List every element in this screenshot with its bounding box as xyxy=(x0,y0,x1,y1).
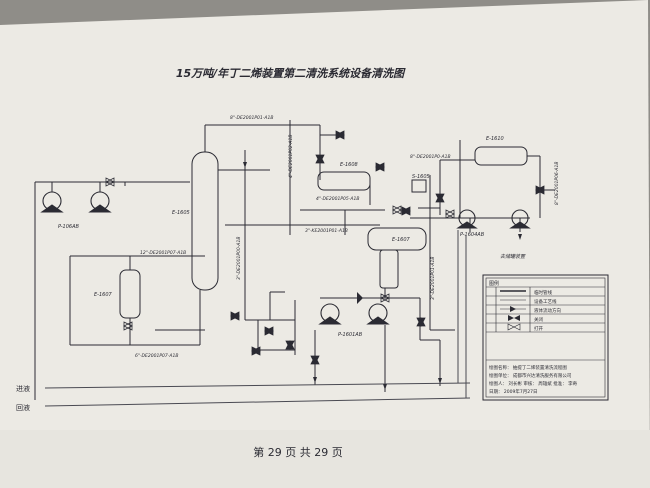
return-label: 回液 xyxy=(16,403,30,412)
label-battery-limit: 去储罐装置 xyxy=(500,253,526,260)
pipe-network xyxy=(34,120,555,400)
legend-item-flow-direction: 液体流动方向 xyxy=(534,307,561,314)
page-bottom xyxy=(0,430,650,488)
legend-inner-frame xyxy=(485,277,606,398)
line-label: 4"-DE2001P02-A1B xyxy=(288,135,294,178)
valve-closed-icon xyxy=(401,206,411,216)
line-label: 4"-DE2001P05-A1B xyxy=(316,196,359,202)
valve-closed-icon xyxy=(285,340,295,350)
pump-p106b-icon xyxy=(88,191,112,213)
equipment-labels: P-106AB E-1605 E-1608 E-1607 E-1607 S-16… xyxy=(58,136,526,338)
legend-item-process-line: 设备工艺线 xyxy=(534,298,557,305)
label-e1605: E-1605 xyxy=(172,210,190,216)
pump-p1604b-icon xyxy=(509,209,531,229)
line-labels: 8"-DE2001P01-A1B 4"-DE2001P05-A1B 8"-DE2… xyxy=(135,115,560,359)
valve-open-icon xyxy=(380,293,390,303)
valve-open-icon xyxy=(123,321,133,331)
line-label: 6"-DE2001P07-A1B xyxy=(135,353,178,359)
valve-closed-icon xyxy=(315,154,325,164)
pump-p1601a-icon xyxy=(318,303,342,325)
label-e1610: E-1610 xyxy=(486,136,504,142)
label-e1607-left: E-1607 xyxy=(94,292,113,298)
label-e1607-drum: E-1607 xyxy=(392,237,411,243)
flow-arrow-icon xyxy=(313,377,317,383)
label-p106ab: P-106AB xyxy=(58,224,80,230)
flow-arrows xyxy=(243,162,522,390)
valve-closed-icon xyxy=(264,326,274,336)
line-label: 3"-KE2001P01-A1B xyxy=(305,228,348,234)
legend-header: 图例 xyxy=(489,280,499,287)
drum-boot xyxy=(379,249,399,289)
valve-closed-icon xyxy=(310,355,320,365)
valve-closed-icon xyxy=(251,346,261,356)
valve-open-icon xyxy=(445,209,455,219)
valve-closed-icon xyxy=(416,317,426,327)
supply-return-headers xyxy=(44,230,471,407)
s-unit-s1605 xyxy=(411,179,427,193)
legend-note-date: 日期： 2009年7月27日 xyxy=(489,388,537,395)
pump-p1604a-icon xyxy=(456,209,478,229)
legend-open-valve-icon xyxy=(507,323,515,331)
valve-closed-icon xyxy=(375,162,385,172)
legend-item-open: 打开 xyxy=(534,325,543,332)
pump-p1601b-icon xyxy=(366,303,390,325)
line-label: 3"-DE2001P00-A1B xyxy=(236,237,242,280)
legend-frame xyxy=(482,274,609,401)
valve-closed-icon xyxy=(535,185,545,195)
legend-arrow-icon xyxy=(510,306,516,312)
line-label: 8"-DE2001P01-A1B xyxy=(230,115,273,121)
legend-note-drawing-unit: 绘图单位： 成都市兴达清洗服务有限公司 xyxy=(489,372,571,379)
flow-arrow-icon xyxy=(518,234,522,240)
valve-closed-icon xyxy=(435,193,445,203)
line-label: 3"-DE2001P01-A1B xyxy=(430,257,436,300)
legend-item-temp-line: 临时管线 xyxy=(534,289,552,296)
label-s1605: S-1605 xyxy=(412,174,430,180)
pumps xyxy=(40,191,531,325)
line-label: 12"-DE2001P07-A1B xyxy=(140,250,186,256)
flow-arrow-icon xyxy=(438,378,442,384)
line-label: 8"-DE2001P0-A1B xyxy=(410,154,451,160)
label-e1608: E-1608 xyxy=(340,162,358,168)
flow-arrow-icon xyxy=(383,384,387,390)
diagram-title: 15万吨/年丁二烯装置第二清洗系统设备清洗图 xyxy=(176,67,406,80)
valve-closed-icon xyxy=(230,311,240,321)
flow-arrow-icon xyxy=(357,292,363,304)
legend-closed-valve-icon xyxy=(508,315,514,321)
valves xyxy=(105,130,545,365)
legend-note-signatures: 绘图人： 刘长彬 审核： 周雄斌 批准： 李奇 xyxy=(489,380,578,387)
flow-arrow-icon xyxy=(243,162,247,168)
label-p1601ab: P-1601AB xyxy=(338,332,363,338)
valve-open-icon xyxy=(105,177,115,187)
legend-note-drawing-name: 绘图名称： 抽提丁二烯装置清洗流程图 xyxy=(489,364,567,371)
legend: 图例 临时管线 设备工艺线 液体流动方向 关闭 打开 绘图名称： 抽提丁二烯装置… xyxy=(482,274,609,401)
legend-item-closed: 关闭 xyxy=(534,316,543,323)
supply-label: 进液 xyxy=(16,384,30,393)
pump-p106a-icon xyxy=(40,191,64,213)
valve-closed-icon xyxy=(335,130,345,140)
label-p1604ab: P-1604AB xyxy=(460,232,485,238)
valve-open-icon xyxy=(392,205,402,215)
line-label: 8"-DE2001P06-A1B xyxy=(554,162,560,205)
hx-e1608 xyxy=(317,171,371,191)
page-footer: 第 29 页 共 29 页 xyxy=(253,445,342,459)
